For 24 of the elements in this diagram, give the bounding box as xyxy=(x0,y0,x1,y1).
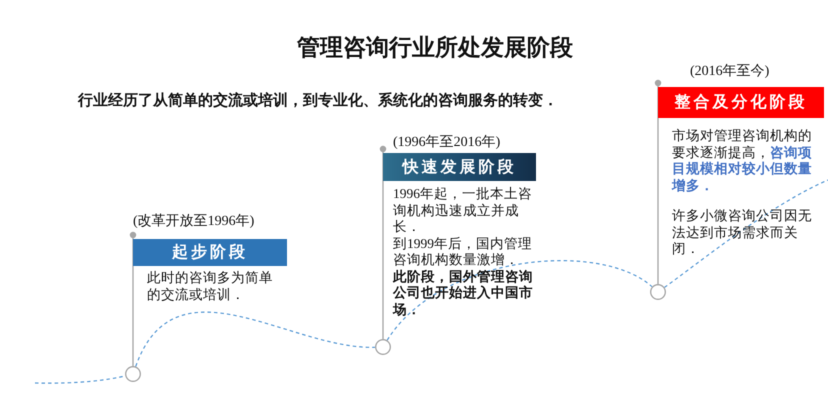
stage-description: 到1999年后，国内管理咨询机构数量激增． xyxy=(393,236,533,268)
subtitle: 行业经历了从简单的交流或培训，到专业化、系统化的咨询服务的转变． xyxy=(78,91,558,110)
connector-line xyxy=(654,80,662,284)
stage-description: 许多小微咨询公司因无法达到市场需求而关闭． xyxy=(672,208,813,258)
stage-description: 市场对管理咨询机构的要求逐渐提高，咨询项目规模相对较小但数量增多． xyxy=(672,128,813,194)
period-label: (改革开放至1996年) xyxy=(133,212,254,230)
milestone-circle xyxy=(650,284,666,300)
stage-banner: 起步阶段 xyxy=(133,239,287,266)
dashed-curve xyxy=(135,312,376,367)
dashed-curve xyxy=(664,179,828,288)
milestone-circle xyxy=(125,366,141,382)
period-label: (1996年至2016年) xyxy=(393,134,500,151)
connector-line xyxy=(380,146,386,339)
dashed-curve xyxy=(386,260,652,341)
period-label: (2016年至今) xyxy=(690,62,770,80)
milestone-circle xyxy=(375,339,391,355)
stage-description: 此时的咨询多为简单的交流或培训． xyxy=(147,270,274,303)
title: 管理咨询行业所处发展阶段 xyxy=(296,34,574,63)
stage-description: 此阶段，国外管理咨询公司也开始进入中国市场． xyxy=(393,268,534,318)
stage-banner: 快速发展阶段 xyxy=(383,153,536,181)
stage-description: 1996年起，一批本土咨询机构迅速成立并成长． xyxy=(393,186,533,236)
dashed-curve xyxy=(35,375,126,384)
connector-line xyxy=(130,232,136,366)
stage-banner: 整合及分化阶段 xyxy=(658,87,824,118)
